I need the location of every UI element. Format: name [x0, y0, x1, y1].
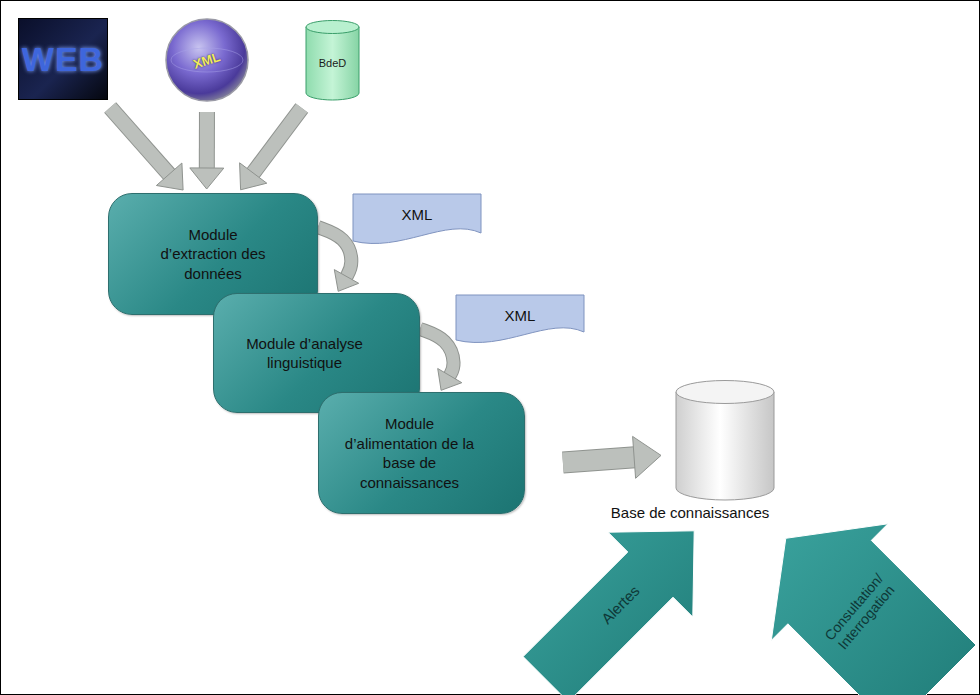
database-cylinder: BdeD: [305, 20, 360, 100]
arrow-outline: [253, 108, 302, 174]
block-arrow-shape: [771, 524, 976, 695]
knowledge-base-shape: [675, 380, 775, 500]
cylinder-top: [676, 381, 774, 404]
web-icon-label: WEB: [22, 40, 104, 79]
knowledge-base-label: Base de connaissances: [611, 504, 769, 521]
arrow-head: [156, 163, 183, 190]
arrow-head: [240, 163, 267, 190]
knowledge-base: Base de connaissances: [675, 380, 775, 500]
block-arrow: Alertes: [520, 525, 720, 685]
flow-arrow: [240, 108, 302, 190]
process-box-label: Module d’analyse linguistique: [230, 334, 380, 373]
flow-arrow: [563, 436, 661, 478]
block-arrow: Consultation/ Interrogation: [760, 530, 960, 695]
globe-line: [171, 48, 243, 72]
xml-document: XML: [352, 193, 482, 247]
process-box-label: Module d’extraction des données: [148, 225, 278, 284]
database-cylinder-label: BdeD: [319, 57, 347, 69]
arrow-outline: [420, 329, 454, 376]
block-arrow-shape: [523, 531, 694, 695]
arrow-shaft: [563, 457, 635, 462]
globe-sphere: [166, 19, 248, 101]
document-shape: [353, 194, 481, 243]
arrow-head: [334, 270, 358, 292]
arrow-shaft: [200, 112, 214, 169]
arrow-head: [438, 369, 462, 391]
flow-arrow: [110, 107, 183, 190]
arrow-shaft: [110, 107, 170, 175]
process-box: Module d’alimentation de la base de conn…: [318, 392, 525, 514]
document-shape: [456, 295, 584, 342]
cylinder-body: [676, 392, 774, 500]
cylinder-body: [306, 27, 359, 100]
process-box-label: Module d’alimentation de la base de conn…: [345, 414, 475, 492]
arrow-head: [190, 168, 224, 189]
arrow-shaft: [253, 108, 302, 174]
arrow-outline: [110, 107, 170, 175]
xml-document: XML: [455, 294, 585, 346]
xml-document-label: XML: [402, 206, 433, 223]
arrow-shaft: [420, 329, 454, 376]
arrow-outline: [563, 457, 635, 462]
flow-arrow: [190, 112, 224, 189]
arrow-outline: [199, 112, 215, 169]
cylinder-top: [306, 21, 359, 34]
xml-document-label: XML: [505, 307, 536, 324]
web-icon: WEB: [18, 18, 108, 100]
xml-globe: XML: [165, 18, 249, 102]
arrow-head: [633, 436, 661, 478]
